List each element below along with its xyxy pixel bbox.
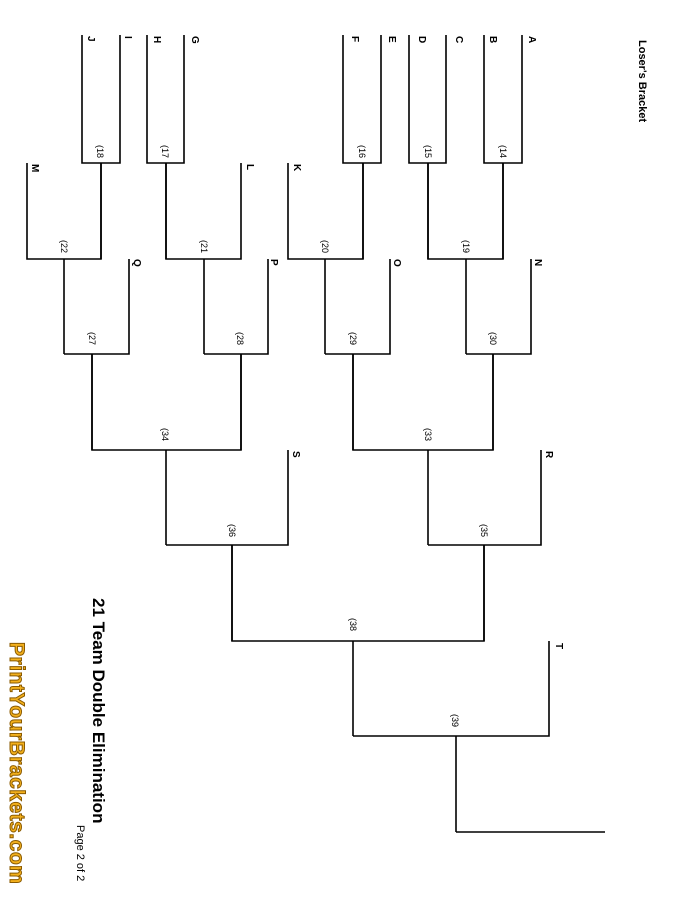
- entry-label-m: M: [29, 164, 40, 172]
- match-29: (29: [325, 259, 391, 450]
- match-36: (36: [166, 450, 289, 641]
- game-number: (36: [227, 524, 237, 537]
- entry-label-p: P: [268, 259, 279, 266]
- game-number: (20: [320, 240, 330, 253]
- match-28: (28: [204, 259, 269, 450]
- entry-label-h: H: [151, 36, 162, 43]
- game-number: (19: [461, 240, 471, 253]
- entry-label-s: S: [290, 451, 301, 458]
- page-title: 21 Team Double Elimination: [89, 598, 108, 824]
- match-33: (33: [352, 354, 494, 545]
- match-19: (19: [427, 163, 504, 354]
- entry-label-n: N: [532, 259, 543, 266]
- entry-label-a: A: [526, 36, 537, 43]
- game-number: (30: [488, 332, 498, 345]
- entry-label-e: E: [386, 36, 397, 43]
- game-number: (29: [348, 332, 358, 345]
- game-number: (17: [160, 145, 170, 158]
- losers-bracket-title: Loser's Bracket: [636, 40, 648, 123]
- page-number: Page 2 of 2: [74, 825, 86, 882]
- game-number: (22: [59, 240, 69, 253]
- game-number: (18: [95, 145, 105, 158]
- game-number: (21: [199, 240, 209, 253]
- game-number: (33: [423, 428, 433, 441]
- game-number: (16: [357, 145, 367, 158]
- game-number: (38: [348, 618, 358, 631]
- entry-label-o: O: [391, 259, 402, 267]
- game-number: (14: [498, 145, 508, 158]
- game-number: (35: [479, 524, 489, 537]
- match-34: (34: [91, 354, 242, 545]
- site-logo: PrintYourBrackets.com: [5, 642, 29, 885]
- game-number: (39: [450, 714, 460, 727]
- match-30: (30: [466, 259, 532, 450]
- match-16: (16: [342, 35, 382, 259]
- entry-label-i: I: [122, 36, 133, 39]
- entry-label-t: T: [553, 643, 564, 649]
- game-number: (34: [160, 428, 170, 441]
- entry-label-g: G: [189, 36, 200, 44]
- match-38: (38: [231, 545, 485, 736]
- entry-label-f: F: [349, 36, 360, 42]
- game-number: (27: [87, 332, 97, 345]
- entry-label-j: J: [85, 36, 96, 42]
- entry-label-r: R: [543, 451, 554, 459]
- entry-label-c: C: [453, 36, 464, 43]
- match-27: (27: [64, 259, 130, 450]
- game-number: (15: [423, 145, 433, 158]
- game-number: (28: [235, 332, 245, 345]
- entry-label-l: L: [244, 164, 255, 170]
- match-21: (21: [165, 163, 242, 354]
- match-22: (22: [26, 163, 102, 354]
- entry-label-d: D: [416, 36, 427, 43]
- match-20: (20: [287, 163, 364, 354]
- entry-label-k: K: [291, 164, 302, 172]
- match-39: (39: [353, 641, 550, 832]
- entry-label-b: B: [487, 36, 498, 43]
- entry-label-q: Q: [131, 259, 142, 267]
